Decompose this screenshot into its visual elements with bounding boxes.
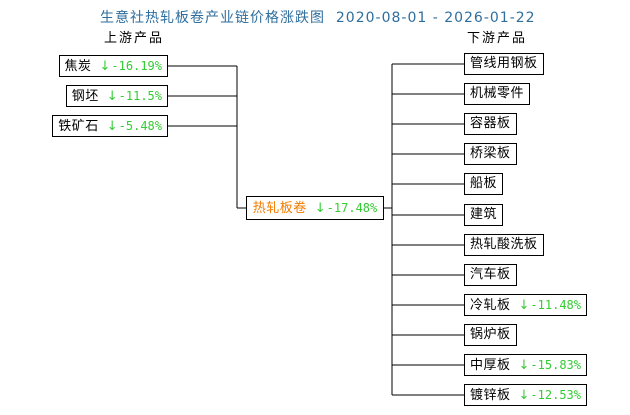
node-label: 机械零件	[470, 86, 525, 101]
downstream-node-2[interactable]: 机械零件	[464, 83, 531, 105]
node-change: -16.19%	[111, 59, 162, 73]
node-label: 冷轧板	[470, 298, 511, 313]
node-label: 铁矿石	[58, 119, 99, 134]
node-change: -11.48%	[530, 298, 581, 312]
downstream-node-9[interactable]: 冷轧板 ↓-11.48%	[464, 294, 587, 316]
node-label: 建筑	[470, 207, 498, 222]
down-arrow-icon: ↓	[518, 388, 530, 403]
downstream-connector-path	[384, 63, 464, 396]
node-label: 锅炉板	[470, 327, 511, 342]
upstream-node-3[interactable]: 铁矿石 ↓-5.48%	[52, 115, 168, 137]
upstream-connector-path	[168, 65, 246, 209]
down-arrow-icon: ↓	[518, 358, 530, 373]
downstream-node-4[interactable]: 桥梁板	[464, 143, 517, 165]
downstream-node-5[interactable]: 船板	[464, 173, 504, 195]
down-arrow-icon: ↓	[106, 89, 118, 104]
downstream-node-1[interactable]: 管线用钢板	[464, 53, 544, 75]
down-arrow-icon: ↓	[106, 119, 118, 134]
downstream-node-3[interactable]: 容器板	[464, 113, 517, 135]
upstream-node-1[interactable]: 焦炭 ↓-16.19%	[58, 55, 168, 77]
node-change: -15.83%	[530, 358, 581, 372]
downstream-node-8[interactable]: 汽车板	[464, 264, 517, 286]
node-label: 管线用钢板	[470, 56, 538, 71]
down-arrow-icon: ↓	[99, 59, 111, 74]
node-label: 船板	[470, 176, 498, 191]
downstream-header: 下游产品	[467, 31, 528, 46]
downstream-node-11[interactable]: 中厚板 ↓-15.83%	[464, 354, 587, 376]
chart-title: 生意社热轧板卷产业链价格涨跌图 2020-08-01 - 2026-01-22	[100, 10, 536, 26]
node-label: 钢坯	[71, 89, 99, 104]
downstream-node-6[interactable]: 建筑	[464, 204, 504, 226]
node-label: 桥梁板	[470, 146, 511, 161]
node-label: 容器板	[470, 116, 511, 131]
downstream-node-12[interactable]: 镀锌板 ↓-12.53%	[464, 384, 587, 406]
downstream-node-7[interactable]: 热轧酸洗板	[464, 234, 544, 256]
node-label: 热轧酸洗板	[470, 237, 538, 252]
node-label: 镀锌板	[470, 388, 511, 403]
downstream-node-10[interactable]: 锅炉板	[464, 324, 517, 346]
down-arrow-icon: ↓	[518, 298, 530, 313]
node-label: 焦炭	[64, 59, 92, 74]
node-change: -5.48%	[118, 119, 162, 133]
node-label: 汽车板	[470, 267, 511, 282]
node-label: 热轧板卷	[252, 201, 307, 216]
node-change: -17.48%	[326, 201, 378, 215]
node-change: -12.53%	[530, 388, 581, 402]
down-arrow-icon: ↓	[314, 201, 326, 216]
node-change: -11.5%	[118, 89, 162, 103]
upstream-header: 上游产品	[104, 31, 165, 46]
upstream-node-2[interactable]: 钢坯 ↓-11.5%	[65, 85, 168, 107]
core-node[interactable]: 热轧板卷 ↓-17.48%	[246, 196, 384, 220]
node-label: 中厚板	[470, 358, 511, 373]
